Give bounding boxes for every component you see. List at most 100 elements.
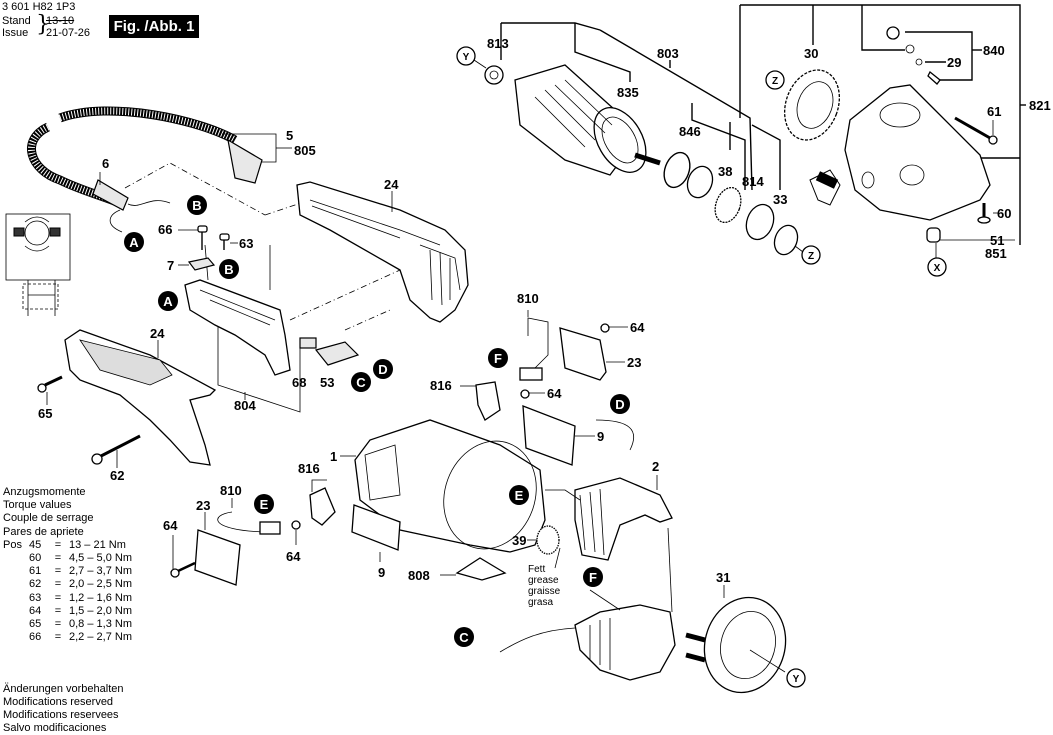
needle-bearing-38 [714, 186, 742, 224]
clip-7 [187, 257, 216, 271]
label-851: 851 [985, 246, 1007, 261]
svg-text:C: C [459, 630, 469, 645]
label-30: 30 [804, 46, 818, 61]
connector-a-1: A [124, 232, 144, 252]
torque-row: 63=1,2 – 1,6 Nm [3, 592, 132, 605]
torque-row: 64=1,5 – 2,0 Nm [3, 605, 132, 618]
label-53: 53 [320, 375, 334, 390]
pos-label: Pos [3, 538, 22, 551]
svg-text:C: C [356, 375, 366, 390]
handle-half-top [296, 181, 469, 323]
torque-pos: 64 [29, 604, 42, 617]
ref-z-2: Z [801, 245, 821, 265]
label-29: 29 [947, 55, 961, 70]
equals-sign: = [54, 618, 62, 631]
brush-cap-23-top [559, 327, 607, 381]
svg-text:E: E [515, 488, 524, 503]
old-date: 13-10 [46, 15, 75, 27]
circlip-846 [663, 151, 691, 189]
o-ring-29 [915, 58, 923, 66]
label-835: 835 [617, 85, 639, 100]
label-803: 803 [657, 46, 679, 61]
ref-x-1: X [927, 257, 947, 277]
connector-e-1: E [254, 494, 274, 514]
washer [686, 165, 714, 199]
ref-y-1: Y [456, 46, 476, 66]
label-23-bottom: 23 [196, 498, 210, 513]
cable-d [595, 419, 635, 451]
label-7: 7 [167, 258, 174, 273]
label-2: 2 [652, 459, 659, 474]
label-816-bottom: 816 [298, 461, 320, 476]
field-coil-lower [574, 604, 676, 681]
end-shield-31 [685, 596, 787, 694]
label-5: 5 [286, 128, 293, 143]
label-1: 1 [330, 449, 337, 464]
label-821: 821 [1029, 98, 1051, 113]
label-33: 33 [773, 192, 787, 207]
torque-row: 65=0,8 – 1,3 Nm [3, 618, 132, 631]
lock-button-cap [886, 26, 900, 40]
field-coil-2 [574, 477, 673, 561]
torque-value: 2,7 – 3,7 Nm [69, 565, 132, 578]
screw-65 [37, 375, 63, 393]
label-plate-9-top [522, 405, 576, 466]
label-65: 65 [38, 406, 52, 421]
label-816-top: 816 [430, 378, 452, 393]
equals-sign: = [54, 578, 62, 591]
label-814: 814 [742, 174, 764, 189]
svg-text:E: E [260, 497, 269, 512]
screw-64-bottom-left [170, 561, 196, 578]
ref-z-1: Z [765, 70, 785, 90]
label-64-top: 64 [630, 320, 645, 335]
torque-heading-de: Anzugsmomente [3, 486, 86, 498]
grease-note-2: graisse [528, 586, 561, 597]
connector-b-1: B [187, 195, 207, 215]
svg-text:Y: Y [463, 52, 470, 63]
torque-row: 61 = 2,7 – 3,7 Nm [3, 565, 132, 578]
assembly-line [124, 162, 266, 216]
equals-sign: = [54, 591, 62, 604]
issue-date: 21-07-26 [46, 27, 91, 39]
lock-pin [927, 70, 941, 85]
label-64-mid: 64 [547, 386, 562, 401]
connector-c-2: C [454, 627, 474, 647]
torque-heading-en: Torque values [3, 499, 72, 512]
svg-text:B: B [192, 198, 201, 213]
armature-835 [514, 64, 661, 176]
label-804: 804 [234, 398, 256, 413]
reference-markers: Y Y Z Z X [456, 46, 947, 688]
screw-62 [91, 434, 141, 465]
grease-note-3: grasa [528, 597, 553, 608]
label-31: 31 [716, 570, 730, 585]
connector-d-1: D [373, 359, 393, 379]
torque-heading-fr: Couple de serrage [3, 512, 94, 525]
equals-sign: = [54, 552, 62, 565]
equals-sign: = [54, 565, 62, 578]
svg-text:Z: Z [772, 76, 778, 87]
connector-a-2: A [158, 291, 178, 311]
label-62: 62 [110, 468, 124, 483]
svg-text:A: A [129, 235, 139, 250]
torque-pos: 45 [29, 538, 42, 551]
notice-de: Änderungen vorbehalten [3, 683, 124, 695]
handle-half-bottom [64, 329, 217, 466]
label-64-bottom: 64 [286, 549, 301, 564]
torque-value: 1,2 – 1,6 Nm [69, 591, 132, 604]
torque-pos: 61 [29, 565, 42, 578]
document-number: 3 601 H82 1P3 [2, 1, 76, 13]
grease-note-0: Fett [528, 564, 545, 575]
notice-fr: Modifications reservees [3, 709, 119, 721]
label-39: 39 [512, 533, 526, 548]
svg-text:D: D [615, 397, 624, 412]
brush-holder-816-top [475, 381, 501, 421]
torque-pos: 62 [29, 578, 42, 591]
label-66: 66 [158, 222, 172, 237]
cable-c [499, 627, 576, 653]
label-6: 6 [102, 156, 109, 171]
label-61: 61 [987, 104, 1001, 119]
modifications-notice: Änderungen vorbehalten Modifications res… [3, 683, 123, 735]
carbon-brush-bottom [259, 521, 281, 535]
notice-en: Modifications reserved [3, 696, 114, 708]
